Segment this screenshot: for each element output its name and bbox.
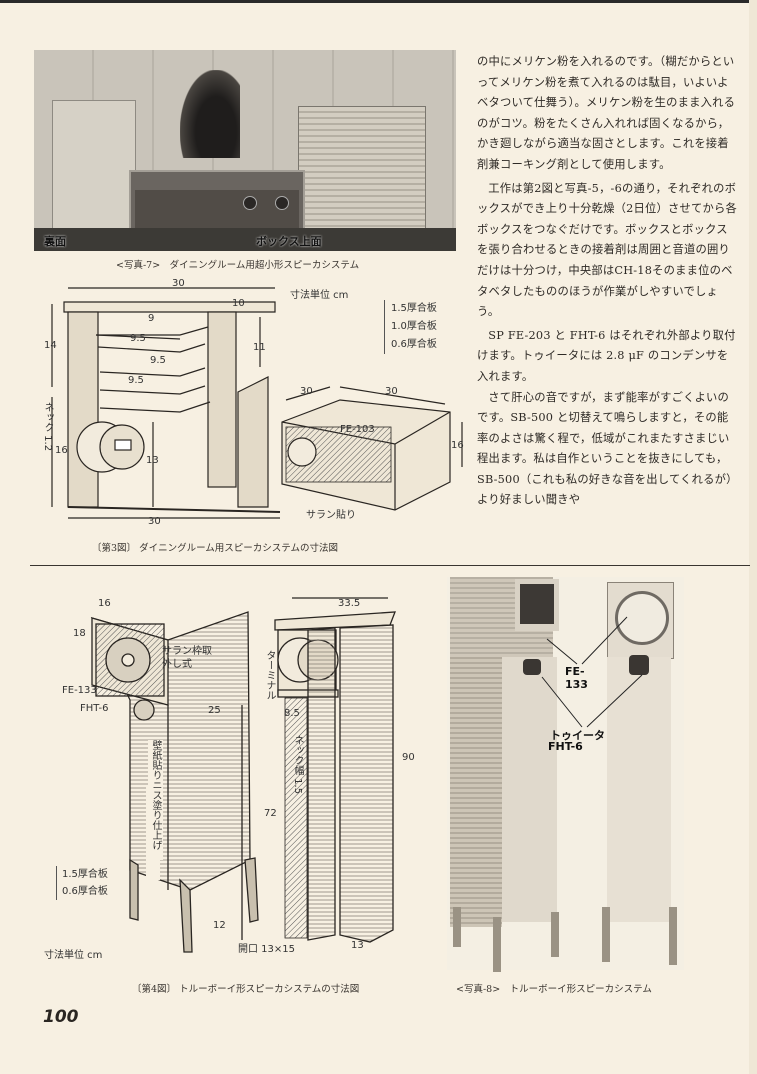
leg [493,917,501,972]
dim-width-top: 30 [172,278,185,289]
dim-shelf-2: 9.5 [130,333,146,344]
leg [602,907,610,962]
left-tweeter [523,659,541,675]
photo-8-leader-lines [541,616,643,728]
legend-item: 1.5厚合板 [391,303,437,314]
right-tweeter [629,655,649,675]
figure-3-drawing [51,287,463,519]
legend-item: 1.0厚合板 [391,321,437,332]
label-terminal: ターミナル [264,650,275,700]
figure-4-drawing [90,597,396,953]
dim-right-section: 10 [232,298,245,309]
plywood-legend-2: 1.5厚合板 0.6厚合板 [56,866,108,900]
dim-height-lower: 16 [55,445,68,456]
dim-front-height: 18 [73,628,86,639]
knob-icon [275,196,289,210]
label-saran: サラン貼り [306,510,356,521]
scan-top-edge [0,0,757,3]
label-fe133: FE-133 [62,685,97,696]
label-neck-width: ネック幅 1.5 [292,735,303,795]
dim-height-inner: 13 [146,455,159,466]
unit-label: 寸法単位 cm [290,290,349,301]
plywood-legend: 1.5厚合板 1.0厚合板 0.6厚合板 [384,300,437,354]
dim-port-width: 13 [351,940,364,951]
left-front-frame [515,579,559,631]
unit-label-2: 寸法単位 cm [44,950,103,961]
legend-item: 1.5厚合板 [62,869,108,880]
label-back: 裏面 [44,235,66,248]
label-fe103: FE-103 [340,424,375,435]
paragraph: さて肝心の音ですが，まず能率がすごくよいのです。SB-500 と切替えて鳴らしま… [477,390,738,507]
label-fht6: FHT-6 [80,703,109,714]
glass-bird-ornament [180,70,240,158]
label-neck: ネック 1.2 [42,402,53,452]
label-finish: 壁紙貼りニス塗り仕上げ [148,740,163,860]
article-column: の中にメリケン粉を入れるのです。（糊だからといってメリケン粉を煮て入れるのは駄目… [477,52,739,511]
label-fht6: FHT-6 [548,740,583,753]
left-grille [520,584,554,624]
photo-7: 裏面 ボックス上面 [34,50,456,251]
label-fe133: FE-133 [565,665,588,691]
left-speaker-front [502,657,557,922]
photo-7-caption: <写真-7> ダイニングルーム用超小形スピーカシステム [116,260,360,271]
dim-shelf-4: 9.5 [128,375,144,386]
amplifier-face [135,190,299,230]
leg [669,907,677,965]
dim-small-box-depth: 30 [300,386,313,397]
dim-front-width: 16 [98,598,111,609]
page-number: 100 [43,1007,79,1027]
shelf [34,228,456,251]
figure-3-caption: 〔第3図〕 ダイニングルーム用スピーカシステムの寸法図 [92,543,338,554]
dim-small-box-width: 30 [385,386,398,397]
dim-terminal-offset: 8.5 [284,708,300,719]
dim-small-box-height: 16 [451,440,464,451]
left-speaker-side [450,657,502,927]
dim-depth: 25 [208,705,221,716]
scan-right-edge [749,0,757,1074]
photo-8: FE-133 トゥイータ FHT-6 [447,577,684,972]
dim-shelf-1: 9 [148,313,155,324]
section-divider [30,565,750,566]
right-speaker-body [607,657,671,922]
speaker-box-top [298,106,426,238]
paragraph: の中にメリケン粉を入れるのです。（糊だからといってメリケン粉を煮て入れるのは駄目… [477,55,736,171]
amplifier [129,170,305,238]
legend-item: 0.6厚合板 [62,886,108,897]
dim-height-upper: 14 [44,340,57,351]
right-speaker-front-panel [607,582,674,659]
dim-leg-height: 12 [213,920,226,931]
paragraph: SP FE-203 と FHT-6 はそれぞれ外部より取付けます。トゥイータには… [477,328,736,383]
dim-body-height: 72 [264,808,277,819]
knob-icon [243,196,257,210]
leg [453,907,461,947]
label-box-top: ボックス上面 [256,235,322,248]
leg [551,912,559,957]
label-grille: サラン枠取外し式 [162,646,212,670]
dim-top-width: 33.5 [338,598,361,609]
paragraph: 工作は第2図と写真-5，-6の通り，それぞれのボックスができ上り十分乾燥（2日位… [477,181,737,319]
dim-width-bottom: 30 [148,516,161,527]
dim-total-height: 90 [402,752,415,763]
figure-4-caption: 〔第4図〕 トルーボーイ形スピーカシステムの寸法図 [132,984,360,995]
speaker-box-back [52,100,136,238]
label-port: 開口 13×15 [238,944,296,955]
label-tweeter: トゥイータ [550,729,605,742]
dim-height-right: 11 [253,342,266,353]
dim-shelf-3: 9.5 [150,355,166,366]
photo-8-caption: <写真-8> トルーボーイ形スピーカシステム [456,984,652,995]
legend-item: 0.6厚合板 [391,339,437,350]
right-woofer [615,591,669,645]
